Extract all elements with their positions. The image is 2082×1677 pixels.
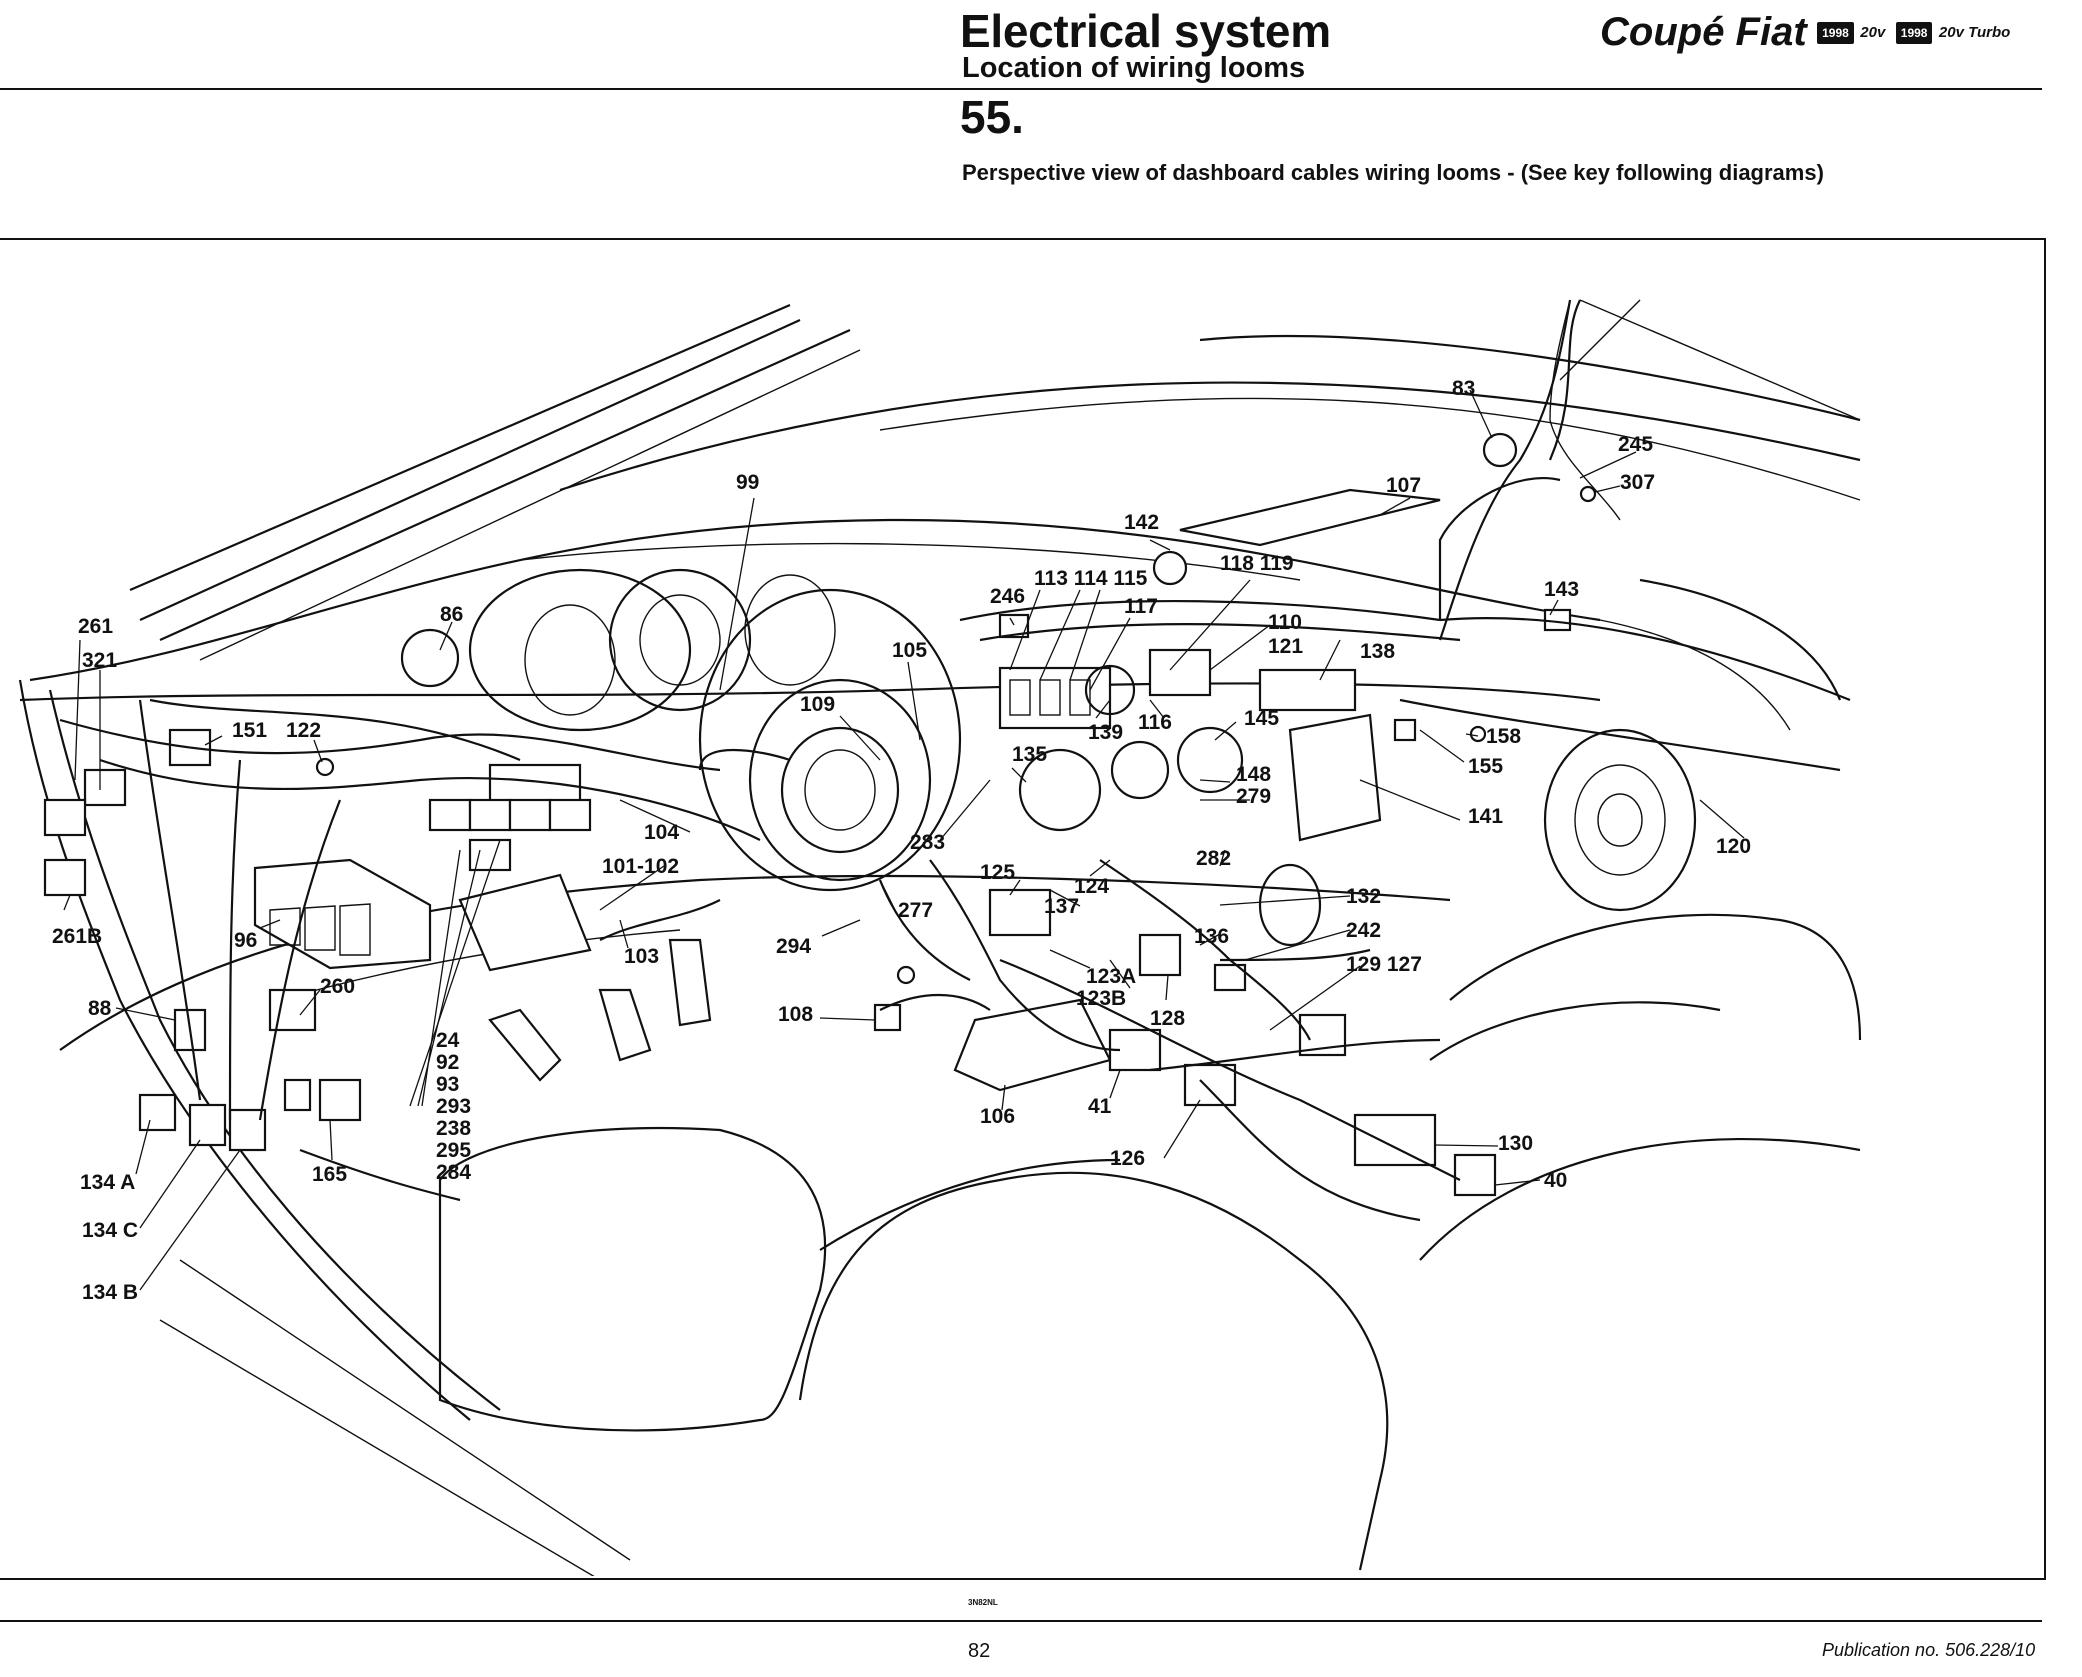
callout-label: 129 127	[1346, 953, 1422, 976]
callout-label: 101-102	[602, 855, 680, 878]
callout-label: 294	[776, 935, 812, 958]
callout-label: 106	[980, 1105, 1016, 1128]
callout-label: 293	[436, 1095, 472, 1118]
callout-label: 41	[1088, 1095, 1112, 1118]
callout-label: 148	[1236, 763, 1272, 786]
callout-label: 283	[910, 831, 946, 854]
dashboard-wiring-drawing	[18, 299, 1862, 1576]
publication-number: Publication no. 506.228/10	[1822, 1640, 2036, 1660]
callout-label: 141	[1468, 805, 1504, 828]
callout-label: 99	[736, 471, 760, 494]
car-badge-icon: 1998	[1817, 21, 1854, 44]
callout-label: 138	[1360, 640, 1396, 663]
callout-label: 118 119	[1220, 552, 1294, 575]
callout-label: 126	[1110, 1147, 1146, 1170]
callout-label: 307	[1620, 471, 1656, 494]
callout-label: 139	[1088, 721, 1124, 744]
callout-label: 86	[440, 603, 464, 626]
callout-label: 121	[1268, 635, 1304, 658]
callout-label: 242	[1346, 919, 1382, 942]
callout-label: 132	[1346, 885, 1382, 908]
callout-label: 238	[436, 1117, 472, 1140]
callout-label: 137	[1044, 895, 1080, 918]
callout-label: 142	[1124, 511, 1160, 534]
callout-label: 245	[1618, 433, 1654, 456]
callout-label: 246	[990, 585, 1026, 608]
callout-label: 261	[78, 615, 114, 638]
callout-label: 155	[1468, 755, 1504, 778]
callout-label: 123B	[1076, 987, 1127, 1010]
variant-label: 20v	[1860, 24, 1886, 41]
brand-name: Coupé Fiat	[1600, 10, 1807, 54]
brand-block: Coupé Fiat 1998 20v 1998 20v Turbo	[1600, 10, 2050, 60]
callout-label: 128	[1150, 1007, 1186, 1030]
callout-label: 134 A	[80, 1171, 136, 1194]
callout-label: 151	[232, 719, 268, 742]
callout-label: 136	[1194, 925, 1230, 948]
callout-label: 158	[1486, 725, 1522, 748]
callout-label: 277	[898, 899, 934, 922]
callout-label: 104	[644, 821, 680, 844]
callout-label: 40	[1544, 1169, 1568, 1192]
callout-label: 295	[436, 1139, 472, 1162]
callout-label: 123A	[1086, 965, 1137, 988]
callout-label: 122	[286, 719, 322, 742]
callout-label: 282	[1196, 847, 1232, 870]
callout-label: 93	[436, 1073, 460, 1096]
variant-label: 20v Turbo	[1938, 24, 2011, 41]
callout-label: 105	[892, 639, 928, 662]
callout-label: 117	[1124, 595, 1158, 618]
callout-label: 321	[82, 649, 118, 672]
callout-label: 134 B	[82, 1281, 139, 1304]
section-number: 55.	[960, 91, 1024, 143]
diagram-frame	[0, 238, 2046, 1580]
callout-label: 113 114 115	[1034, 567, 1148, 590]
callout-label: 83	[1452, 377, 1476, 400]
callout-label: 120	[1716, 835, 1752, 858]
callout-label: 116	[1138, 711, 1172, 734]
header-rule	[0, 88, 2042, 90]
callout-label: 103	[624, 945, 660, 968]
callout-label: 145	[1244, 707, 1280, 730]
callout-label: 92	[436, 1051, 460, 1074]
callout-label: 261B	[52, 925, 103, 948]
callout-label: 109	[800, 693, 836, 716]
callout-label: 165	[312, 1163, 348, 1186]
callout-label: 134 C	[82, 1219, 139, 1242]
callout-label: 284	[436, 1161, 472, 1184]
car-badge-icon: 1998	[1895, 21, 1933, 44]
callout-label: 24	[436, 1029, 460, 1052]
callout-label: 96	[234, 929, 258, 952]
drawing-code: 3N82NL	[968, 1598, 998, 1607]
callout-label: 260	[320, 975, 356, 998]
page-title: Electrical system	[960, 5, 1331, 57]
callout-label: 88	[88, 997, 112, 1020]
page-number: 82	[968, 1640, 991, 1662]
callout-label-stack: 24 92 93 293 238 295 284	[436, 1030, 471, 1184]
callout-label: 279	[1236, 785, 1272, 808]
callout-label: 130	[1498, 1132, 1534, 1155]
callout-label: 143	[1544, 578, 1580, 601]
figure-caption: Perspective view of dashboard cables wir…	[962, 160, 1824, 185]
callout-label: 135	[1012, 743, 1048, 766]
callout-label: 125	[980, 861, 1016, 884]
callout-label: 108	[778, 1003, 814, 1026]
callout-label: 110	[1268, 611, 1302, 634]
page-subtitle: Location of wiring looms	[962, 52, 1306, 84]
footer-rule	[0, 1620, 2042, 1622]
callout-label: 124	[1074, 875, 1110, 898]
callout-label: 107	[1386, 474, 1422, 497]
